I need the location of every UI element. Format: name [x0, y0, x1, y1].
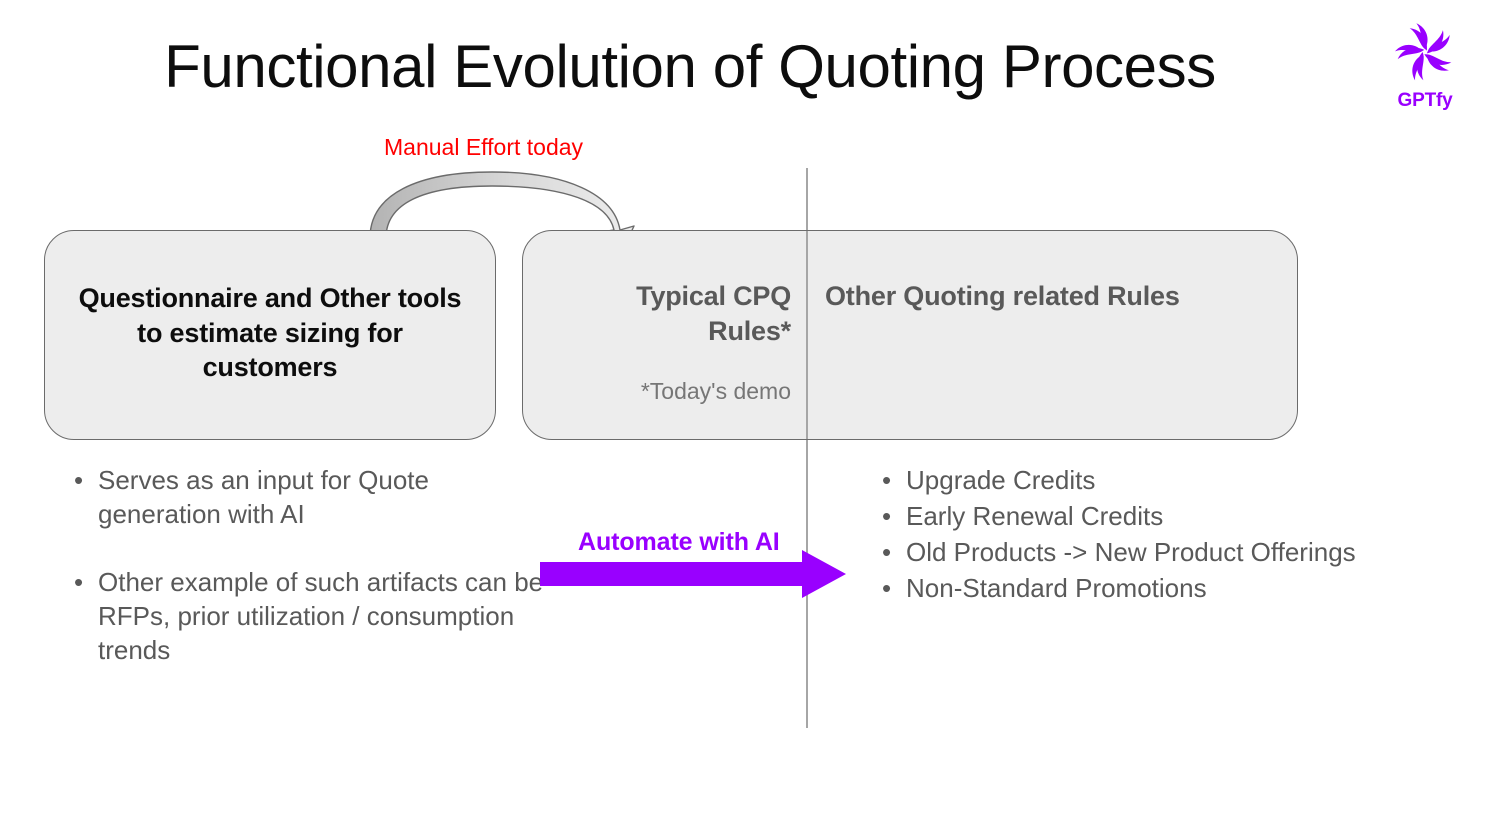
box-questionnaire: Questionnaire and Other tools to estimat…: [44, 230, 496, 440]
cpq-rules-title: Typical CPQ Rules*: [636, 281, 791, 346]
cpq-rules-note: *Today's demo: [640, 378, 791, 405]
gptfy-logo: GPTfy: [1381, 16, 1469, 112]
manual-effort-curved-arrow: [369, 171, 635, 256]
other-rules-block: Other Quoting related Rules: [825, 279, 1225, 314]
list-item: Other example of such artifacts can be R…: [74, 565, 548, 667]
manual-effort-label: Manual Effort today: [384, 134, 584, 160]
right-bullet-list: Upgrade Credits Early Renewal Credits Ol…: [878, 463, 1376, 605]
box-quoting-rules: Typical CPQ Rules* *Today's demo Other Q…: [522, 230, 1298, 440]
cpq-rules-block: Typical CPQ Rules* *Today's demo: [583, 279, 791, 405]
left-bullet-list: Serves as an input for Quote generation …: [70, 463, 548, 667]
logo-wordmark: GPTfy: [1397, 90, 1453, 111]
page-title: Functional Evolution of Quoting Process: [164, 33, 1216, 100]
list-item: Serves as an input for Quote generation …: [74, 463, 548, 531]
automate-with-ai-label: Automate with AI: [578, 528, 780, 556]
other-rules-title: Other Quoting related Rules: [825, 281, 1180, 311]
vertical-divider: [806, 168, 808, 728]
box-questionnaire-text: Questionnaire and Other tools to estimat…: [78, 283, 462, 383]
automate-with-ai-arrow: [540, 550, 846, 598]
list-item: Upgrade Credits: [882, 463, 1376, 497]
list-item: Old Products -> New Product Offerings: [882, 535, 1376, 569]
list-item: Non-Standard Promotions: [882, 571, 1376, 605]
pinwheel-icon: [1394, 23, 1452, 81]
box-inner-divider: [806, 231, 808, 439]
list-item: Early Renewal Credits: [882, 499, 1376, 533]
